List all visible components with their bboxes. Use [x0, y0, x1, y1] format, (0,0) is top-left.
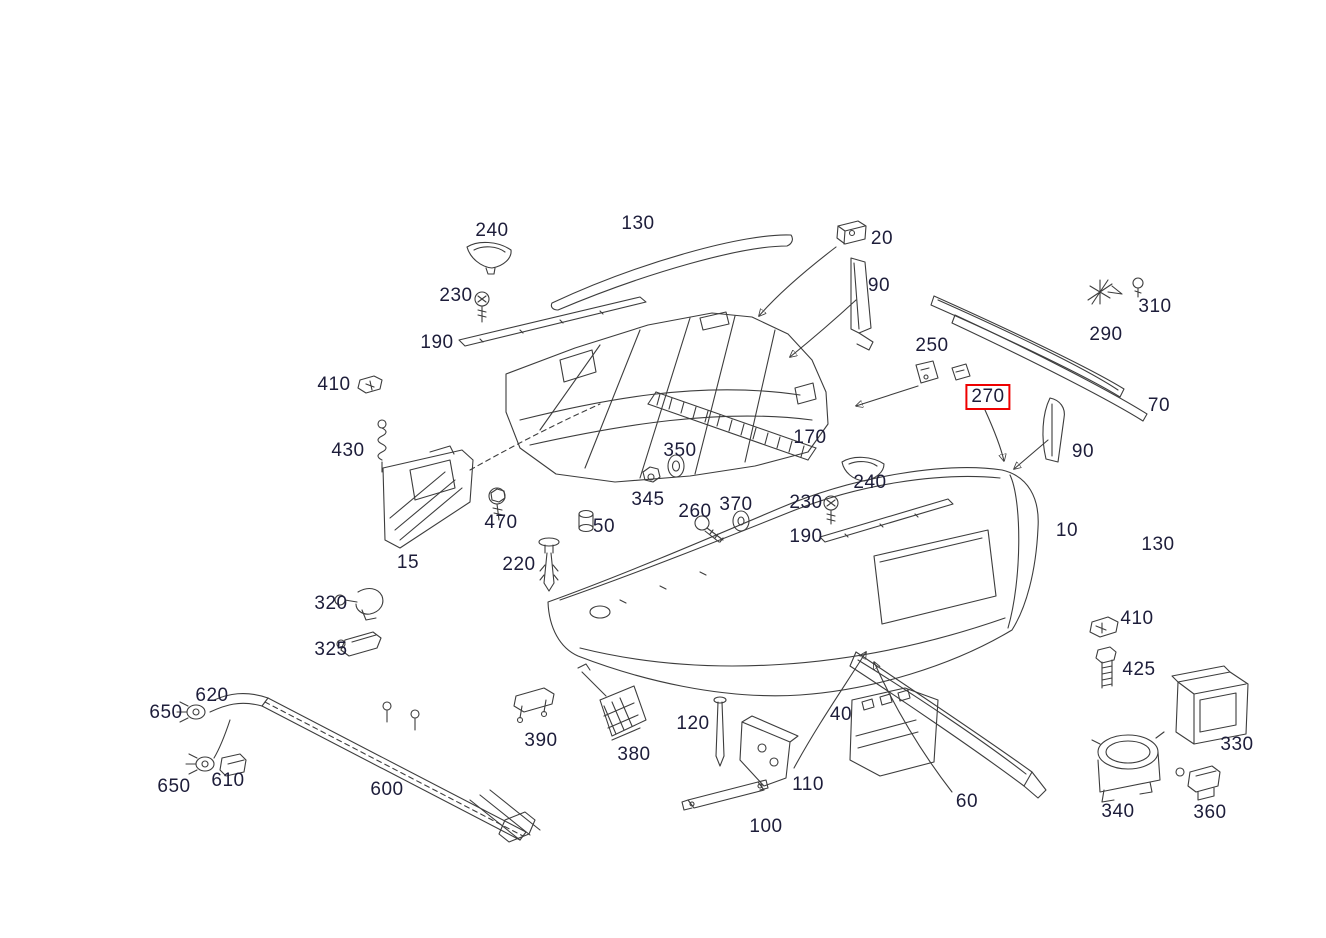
part-340-round-mount	[1091, 731, 1165, 803]
part-label-230[interactable]: 230	[439, 285, 473, 306]
part-label-610[interactable]: 610	[211, 770, 245, 791]
leader-arrows	[759, 246, 1049, 793]
part-label-600[interactable]: 600	[370, 779, 404, 800]
part-label-10[interactable]: 10	[1055, 520, 1079, 541]
part-20-bracket	[836, 220, 867, 245]
part-430-spring-stud	[377, 419, 387, 473]
part-label-260[interactable]: 260	[678, 501, 712, 522]
part-label-110[interactable]: 110	[792, 774, 824, 795]
part-380-lattice-bracket	[577, 663, 647, 741]
part-325-bracket	[336, 631, 382, 657]
part-label-430[interactable]: 430	[331, 440, 365, 461]
part-label-250[interactable]: 250	[915, 335, 949, 356]
part-label-330[interactable]: 330	[1220, 734, 1254, 755]
part-410-right-clip	[1089, 616, 1119, 638]
part-15-shock-absorber	[382, 403, 601, 549]
part-label-620[interactable]: 620	[195, 685, 229, 706]
part-label-290[interactable]: 290	[1089, 324, 1123, 345]
part-330-housing	[1171, 665, 1249, 745]
part-label-325[interactable]: 325	[314, 639, 348, 660]
part-label-380[interactable]: 380	[617, 744, 651, 765]
part-270-bracket	[951, 363, 971, 381]
part-90-right-bracket	[1042, 397, 1065, 463]
part-label-230[interactable]: 230	[789, 492, 823, 513]
part-label-410[interactable]: 410	[317, 374, 351, 395]
part-label-190[interactable]: 190	[789, 526, 823, 547]
part-label-320[interactable]: 320	[314, 593, 348, 614]
part-label-350[interactable]: 350	[663, 440, 697, 461]
part-230-left-screw	[474, 291, 490, 323]
part-label-190[interactable]: 190	[420, 332, 454, 353]
part-410-left-clip	[357, 375, 383, 394]
part-100-strip	[681, 779, 769, 811]
part-label-20[interactable]: 20	[870, 228, 894, 249]
part-label-270-highlighted[interactable]: 270	[965, 384, 1011, 410]
part-310-fastener-cluster	[1087, 277, 1144, 305]
part-390-bracket	[513, 687, 555, 724]
part-label-130[interactable]: 130	[1141, 534, 1175, 555]
part-label-410[interactable]: 410	[1120, 608, 1154, 629]
part-label-220[interactable]: 220	[502, 554, 536, 575]
part-label-425[interactable]: 425	[1122, 659, 1156, 680]
part-170-toothed-rail	[647, 391, 817, 461]
part-360-bracket	[1175, 765, 1221, 801]
part-label-340[interactable]: 340	[1101, 801, 1135, 822]
part-label-240[interactable]: 240	[853, 472, 887, 493]
part-10-bumper-cover	[547, 467, 1039, 697]
part-label-345[interactable]: 345	[631, 489, 665, 510]
part-label-120[interactable]: 120	[676, 713, 710, 734]
part-label-15[interactable]: 15	[396, 552, 420, 573]
part-label-90[interactable]: 90	[867, 275, 891, 296]
part-120-pin	[713, 696, 727, 767]
part-label-360[interactable]: 360	[1193, 802, 1227, 823]
part-470-bolt	[488, 487, 506, 521]
part-220-expansion-rivet	[538, 537, 560, 592]
part-320-clamp	[334, 587, 384, 621]
part-40-panel	[849, 687, 939, 777]
part-label-390[interactable]: 390	[524, 730, 558, 751]
part-label-40[interactable]: 40	[829, 704, 853, 725]
part-70-strip	[951, 314, 1148, 422]
part-label-100[interactable]: 100	[749, 816, 783, 837]
part-label-240[interactable]: 240	[475, 220, 509, 241]
part-label-370[interactable]: 370	[719, 494, 753, 515]
part-label-470[interactable]: 470	[484, 512, 518, 533]
part-label-60[interactable]: 60	[955, 791, 979, 812]
part-350-washer	[667, 454, 685, 478]
part-50-spacer	[578, 509, 594, 533]
part-190-left-strip	[458, 296, 647, 347]
part-bumper-carrier	[505, 311, 829, 483]
part-130-top-trim	[550, 234, 793, 311]
part-label-650[interactable]: 650	[149, 702, 183, 723]
part-345-nut	[642, 466, 661, 483]
part-110-bracket	[739, 715, 799, 787]
part-240-left-cap	[466, 241, 512, 275]
part-240-right-cap	[841, 456, 885, 482]
part-600-tow-bar-assembly	[176, 692, 541, 843]
part-label-130[interactable]: 130	[621, 213, 655, 234]
part-230-right-screw	[823, 495, 839, 525]
part-label-310[interactable]: 310	[1138, 296, 1172, 317]
part-190-right-strip	[819, 498, 954, 543]
part-label-70[interactable]: 70	[1147, 395, 1171, 416]
part-90-upper-bracket	[850, 257, 874, 351]
part-label-170[interactable]: 170	[793, 427, 827, 448]
part-label-50[interactable]: 50	[592, 516, 616, 537]
part-425-bolt	[1095, 646, 1117, 689]
part-label-650[interactable]: 650	[157, 776, 191, 797]
part-250-plate	[915, 360, 939, 384]
part-label-90[interactable]: 90	[1071, 441, 1095, 462]
